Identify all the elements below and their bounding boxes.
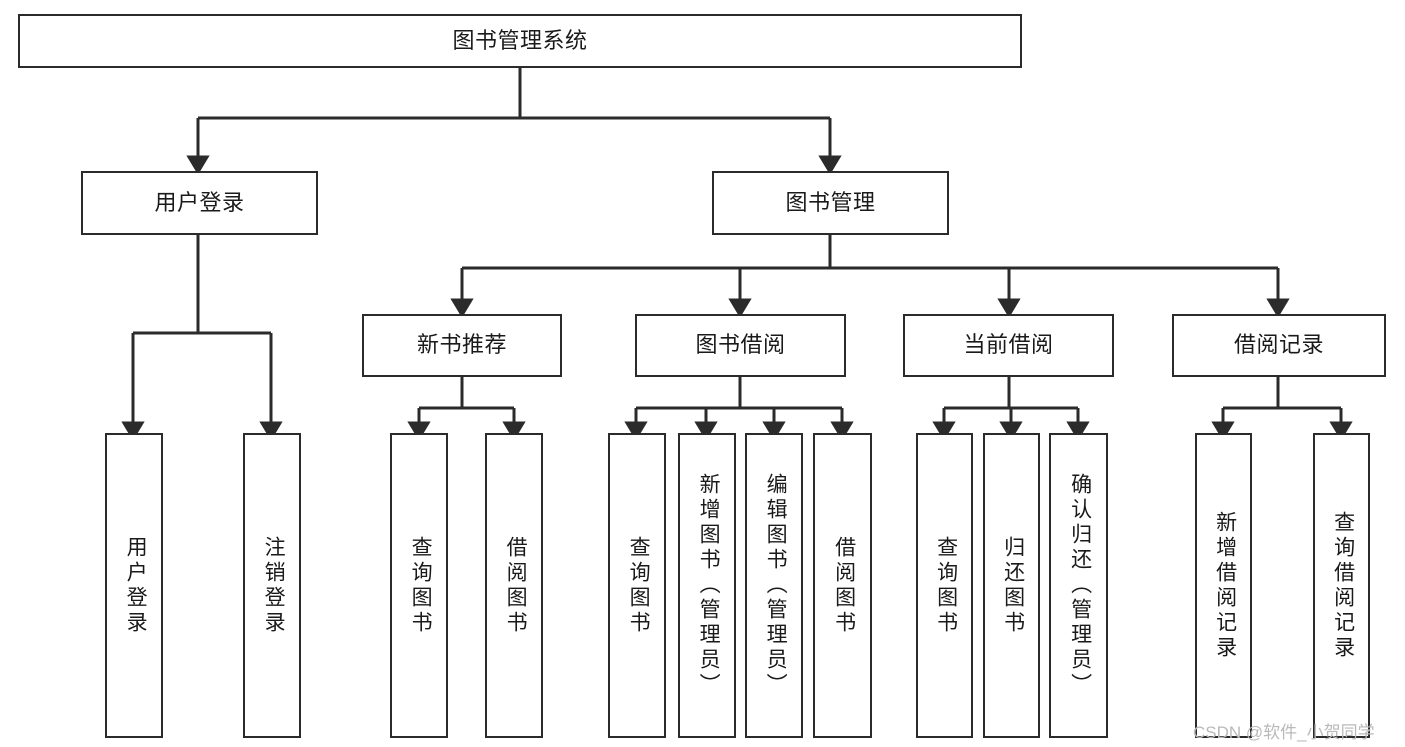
- node-label: 图书管理: [785, 189, 876, 215]
- node-new-book-recommendation[interactable]: 新书推荐: [362, 314, 562, 377]
- node-label: 查询借阅记录: [1331, 510, 1355, 661]
- leaf-confirm-return-admin[interactable]: 确认归还（管理员）: [1049, 433, 1108, 738]
- node-label: 图书借阅: [695, 332, 786, 358]
- leaf-query-borrow-record[interactable]: 查询借阅记录: [1313, 433, 1370, 738]
- node-user-login[interactable]: 用户登录: [81, 171, 318, 235]
- node-label: 新书推荐: [416, 332, 507, 358]
- node-label: 当前借阅: [963, 332, 1054, 358]
- node-label: 确认归还（管理员）: [1068, 473, 1092, 698]
- node-label: 查询图书: [627, 535, 651, 636]
- leaf-add-borrow-record[interactable]: 新增借阅记录: [1195, 433, 1252, 738]
- leaf-return-book[interactable]: 归还图书: [983, 433, 1040, 738]
- node-book-management[interactable]: 图书管理: [712, 171, 949, 235]
- leaf-query-book-bb[interactable]: 查询图书: [608, 433, 666, 738]
- node-root-book-management-system[interactable]: 图书管理系统: [18, 14, 1022, 68]
- node-label: 借阅记录: [1233, 332, 1324, 358]
- node-current-borrowing[interactable]: 当前借阅: [903, 314, 1114, 377]
- node-label: 图书管理系统: [452, 27, 588, 53]
- node-label: 用户登录: [154, 189, 245, 215]
- node-label: 借阅图书: [832, 535, 856, 636]
- node-book-borrowing[interactable]: 图书借阅: [635, 314, 846, 377]
- leaf-edit-book-admin[interactable]: 编辑图书（管理员）: [745, 433, 803, 738]
- leaf-borrow-book-nbr[interactable]: 借阅图书: [485, 433, 543, 738]
- node-label: 新增图书（管理员）: [697, 473, 721, 698]
- leaf-query-book-cb[interactable]: 查询图书: [916, 433, 973, 738]
- node-label: 用户登录: [124, 535, 148, 636]
- node-label: 归还图书: [1001, 535, 1025, 636]
- node-borrowing-record[interactable]: 借阅记录: [1172, 314, 1386, 377]
- node-label: 新增借阅记录: [1213, 510, 1237, 661]
- leaf-borrow-book-bb[interactable]: 借阅图书: [813, 433, 872, 738]
- leaf-query-book-nbr[interactable]: 查询图书: [390, 433, 448, 738]
- node-label: 借阅图书: [504, 535, 528, 636]
- leaf-logout[interactable]: 注销登录: [243, 433, 301, 738]
- node-label: 查询图书: [409, 535, 433, 636]
- leaf-add-book-admin[interactable]: 新增图书（管理员）: [678, 433, 736, 738]
- node-label: 查询图书: [934, 535, 958, 636]
- node-label: 编辑图书（管理员）: [764, 473, 788, 698]
- csdn-watermark: CSDN @软件_小贺同学: [1193, 723, 1375, 742]
- node-label: 注销登录: [262, 535, 286, 636]
- leaf-user-login[interactable]: 用户登录: [105, 433, 163, 738]
